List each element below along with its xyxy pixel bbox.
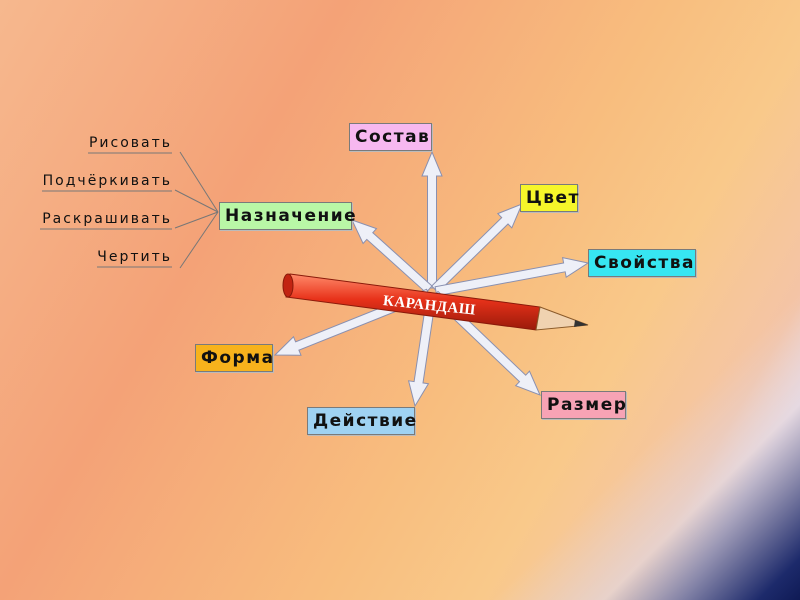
leaf-podcherkivat: Подчёркивать [38, 173, 172, 189]
node-razmer: Размер [541, 391, 626, 419]
connector-line [180, 152, 218, 212]
pencil-lead [574, 320, 588, 327]
connector-line [180, 212, 218, 268]
node-naznachenie: Назначение [219, 202, 352, 230]
node-tsvet: Цвет [520, 184, 578, 212]
pencil-tip-wood [536, 307, 588, 330]
arrow-to-naznachenie [352, 220, 432, 293]
leaf-chertit: Чертить [95, 249, 172, 265]
leaf-risovat: Рисовать [85, 135, 172, 151]
connector-line [175, 212, 218, 228]
leaf-raskrashivat: Раскрашивать [38, 211, 172, 227]
node-forma: Форма [195, 344, 273, 372]
node-deystvie: Действие [307, 407, 415, 435]
node-sostav: Состав [349, 123, 432, 151]
pencil-end [283, 274, 293, 297]
arrow-to-sostav [422, 152, 442, 288]
node-svoystva: Свойства [588, 249, 696, 277]
